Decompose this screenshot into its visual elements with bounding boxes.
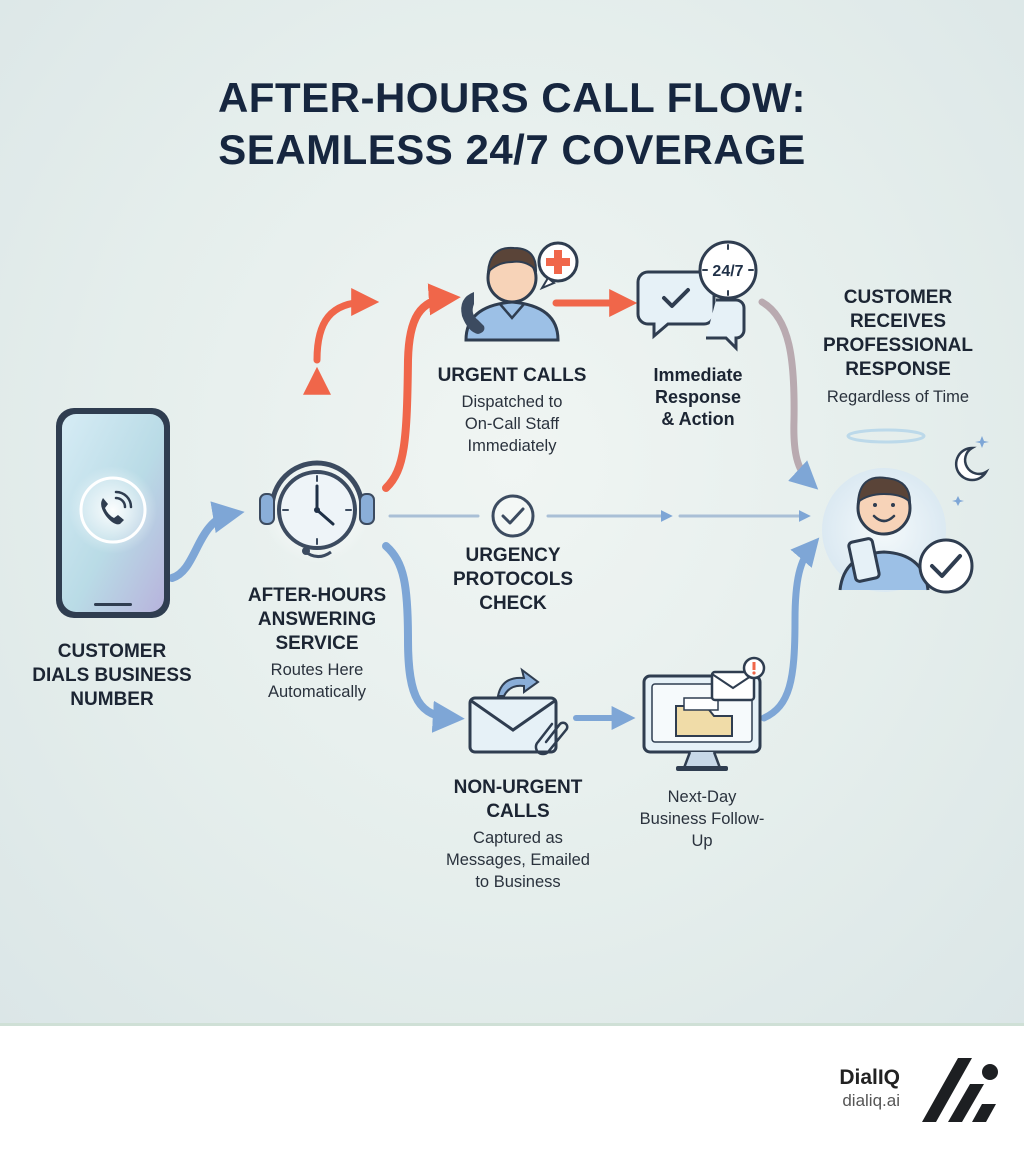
happy-customer-icon (822, 428, 990, 594)
nonurgent-heading-2: CALLS (486, 801, 550, 822)
urgent-desc-1: Dispatched to (461, 393, 563, 411)
urgency-heading-1: URGENCY (465, 545, 561, 566)
response-heading-2: Response (654, 387, 742, 407)
flow-arrow-followup-to-customer (760, 537, 820, 722)
label-customer-receives: CUSTOMER RECEIVES PROFESSIONAL RESPONSE … (800, 286, 996, 408)
brand-name: DialIQ (839, 1066, 900, 1089)
checkmark-circle-icon (491, 494, 535, 538)
answering-desc-1: Routes Here (270, 661, 364, 679)
answering-heading-2: ANSWERING (257, 609, 377, 630)
nextday-desc-3: Up (691, 832, 713, 850)
monitor-mail-icon (642, 656, 766, 771)
page-title: AFTER-HOURS CALL FLOW: SEAMLESS 24/7 COV… (0, 72, 1024, 176)
receives-heading-3: PROFESSIONAL (823, 335, 973, 356)
nonurgent-desc-3: to Business (475, 873, 561, 891)
clock-headset-icon (259, 456, 375, 564)
brand-logo-icon (922, 1058, 998, 1122)
flow-arrow-phone-to-service (168, 501, 245, 582)
label-customer-dials: CUSTOMER DIALS BUSINESS NUMBER (24, 640, 200, 712)
nextday-desc-2: Business Follow- (639, 810, 765, 828)
receives-heading-4: RESPONSE (845, 359, 951, 380)
envelope-message-icon (468, 667, 569, 756)
infographic-canvas: AFTER-HOURS CALL FLOW: SEAMLESS 24/7 COV… (0, 0, 1024, 1026)
smartphone-icon (56, 408, 170, 618)
chat-24-7-icon: 24/7 (636, 240, 758, 352)
flow-arrow-response-to-customer (758, 298, 819, 490)
urgency-heading-3: CHECK (479, 593, 547, 614)
receives-heading-1: CUSTOMER (843, 287, 953, 308)
title-line-1: AFTER-HOURS CALL FLOW: (217, 74, 807, 121)
label-urgency-check: URGENCY PROTOCOLS CHECK (438, 544, 588, 616)
answering-heading-3: SERVICE (275, 633, 359, 654)
nonurgent-desc-1: Captured as (473, 829, 563, 847)
customer-dials-heading-2: DIALS BUSINESS (32, 665, 192, 686)
receives-heading-2: RECEIVES (849, 311, 947, 332)
label-urgent-calls: URGENT CALLS Dispatched to On-Call Staff… (420, 364, 604, 457)
label-non-urgent-calls: NON-URGENT CALLS Captured as Messages, E… (418, 776, 618, 893)
urgency-heading-2: PROTOCOLS (453, 569, 573, 590)
label-next-day-followup: Next-Day Business Follow- Up (614, 786, 790, 852)
customer-dials-heading-3: NUMBER (70, 689, 154, 710)
response-heading-3: & Action (661, 409, 735, 429)
response-heading-1: Immediate (653, 365, 743, 385)
answering-desc-2: Automatically (267, 683, 367, 701)
label-immediate-response: Immediate Response & Action (618, 364, 778, 430)
customer-dials-heading-1: CUSTOMER (57, 641, 167, 662)
urgent-desc-2: On-Call Staff (464, 415, 560, 433)
urgent-desc-3: Immediately (467, 437, 557, 455)
nonurgent-heading-1: NON-URGENT (453, 777, 583, 798)
flow-arrow-urgent-dispatch (382, 283, 461, 492)
flow-diagram: 24/7 (56, 240, 990, 771)
badge-24-7: 24/7 (712, 263, 743, 280)
nextday-desc-1: Next-Day (667, 788, 737, 806)
title-line-2: SEAMLESS 24/7 COVERAGE (218, 126, 806, 173)
footer-bar (0, 1026, 1024, 1154)
flow-arrow-nonurgent-down (382, 542, 465, 733)
label-answering-service: AFTER-HOURS ANSWERING SERVICE Routes Her… (222, 584, 412, 703)
answering-heading-1: AFTER-HOURS (247, 585, 387, 606)
on-call-staff-icon (461, 241, 579, 342)
flow-arrow-urgent-curve (313, 288, 380, 364)
nonurgent-desc-2: Messages, Emailed (446, 851, 590, 869)
urgent-heading: URGENT CALLS (437, 365, 587, 386)
receives-desc: Regardless of Time (826, 388, 970, 406)
brand-url: dialiq.ai (842, 1091, 900, 1110)
